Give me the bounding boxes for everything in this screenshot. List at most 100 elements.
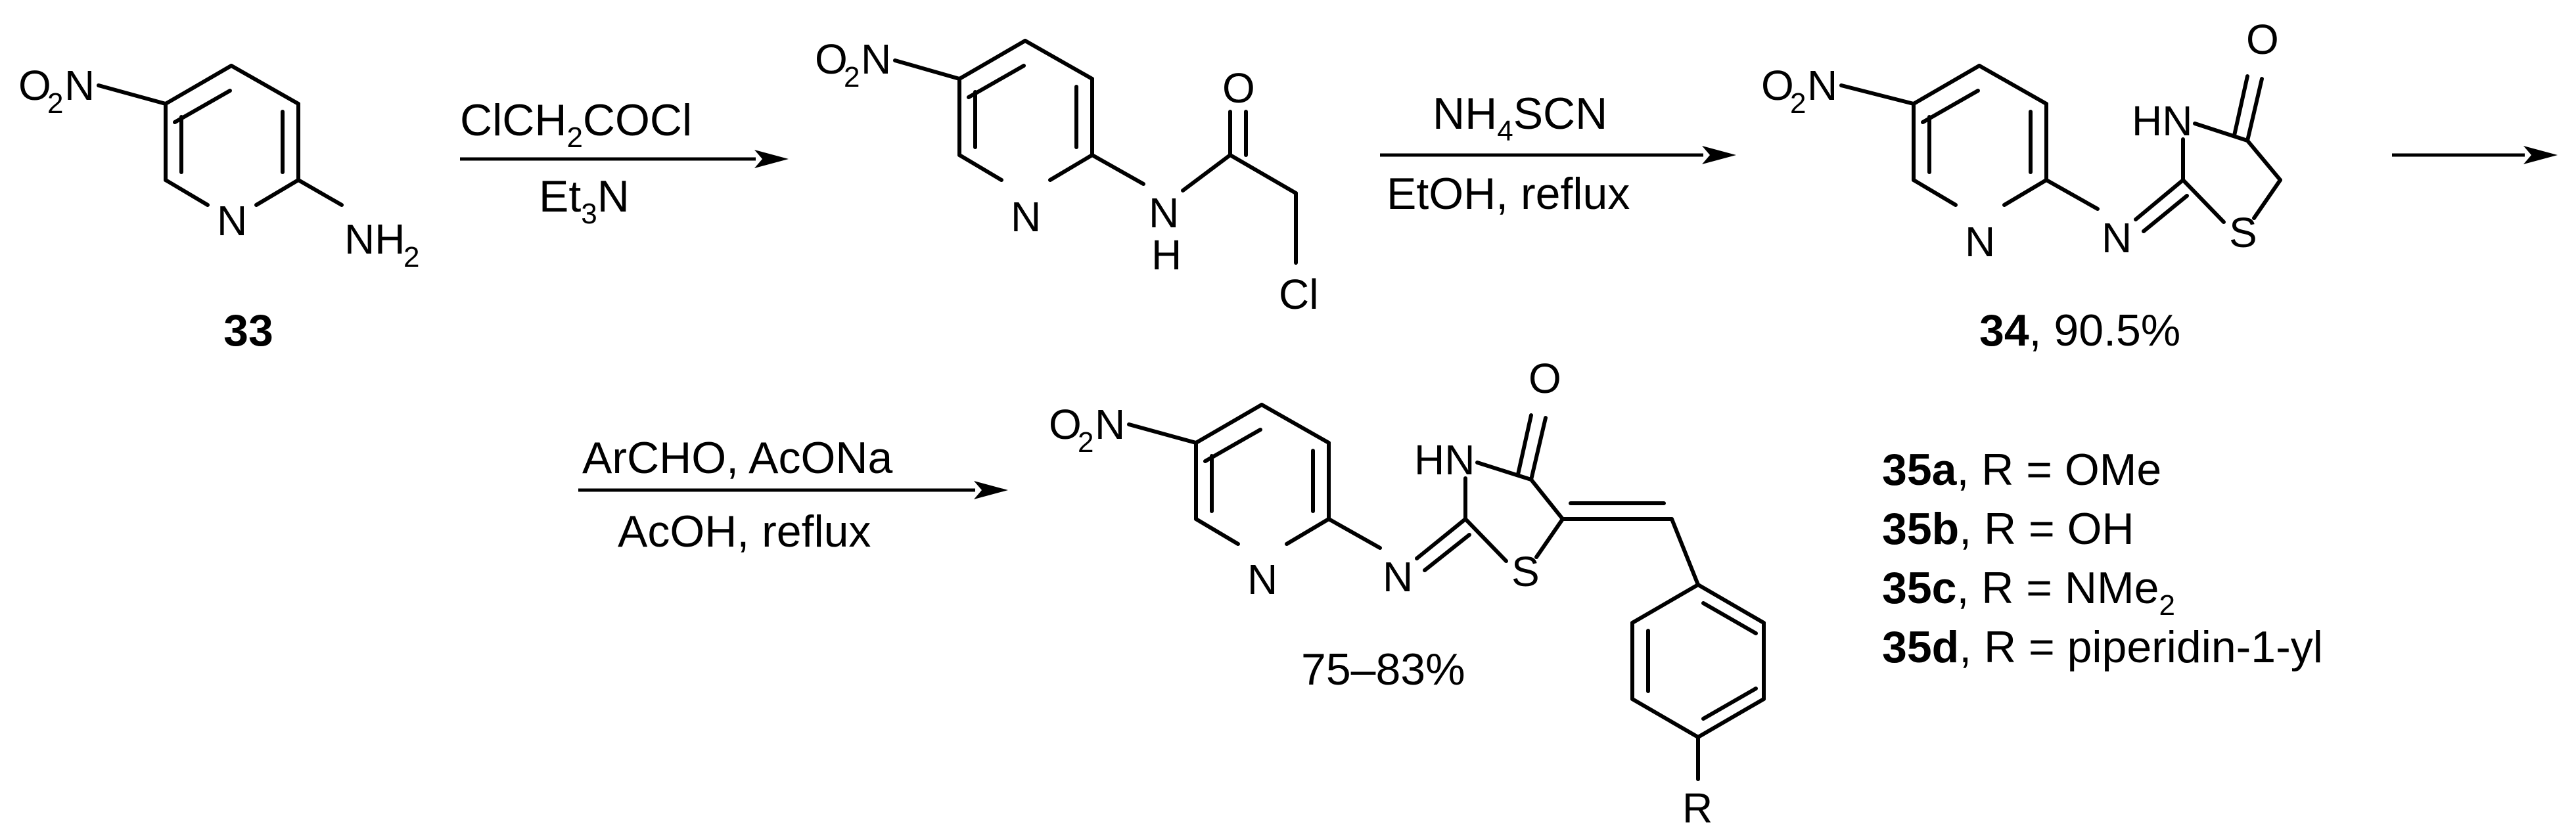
nitro-n-atom: N (64, 62, 95, 109)
nitro-n-atom: N (861, 35, 891, 83)
benzene-bond (1696, 583, 1766, 625)
ring-bond (164, 178, 210, 207)
ring-bond (1977, 64, 2048, 106)
nitro-n-atom: N (1095, 401, 1125, 448)
nitro-o-atom: O (18, 62, 51, 109)
reagent-acetic-acid-reflux: AcOH, reflux (618, 507, 871, 556)
nitro-o-atom: O (815, 35, 848, 83)
ring-n-atom: N (217, 197, 247, 244)
amine-nh-atom: NH (344, 215, 405, 263)
nitro-o-atom: O (1049, 401, 1082, 448)
carbonyl-double-bond (1516, 413, 1533, 476)
nitro-subscript: 2 (47, 87, 63, 120)
imine-double-bond-a (1415, 517, 1467, 560)
benzene-bond (1630, 697, 1700, 739)
ring-n-atom: N (1011, 193, 1041, 240)
nitro-bond (1127, 422, 1198, 445)
substituent-35b: 35b, R = OH (1882, 504, 2134, 554)
ring-bond (1023, 39, 1094, 81)
nitro-n-atom: N (1807, 62, 1837, 109)
benzene-double-bond (1701, 687, 1758, 721)
imine-double-bond-b (1423, 533, 1471, 572)
compound-35: O 2 N N N HN O S (1049, 355, 1766, 832)
nitro-subscript: 2 (844, 61, 860, 93)
imine-double-bond-b (2142, 194, 2189, 233)
ring-bond (2193, 122, 2249, 143)
nitro-bond (97, 83, 168, 106)
ring-n-atom: N (1247, 556, 1277, 603)
amide-bond (1181, 153, 1232, 192)
ring-bond (2245, 139, 2282, 182)
reaction-arrow-3 (2392, 146, 2558, 164)
reagent-triethylamine: Et3N (539, 171, 630, 230)
ring-bond (1912, 64, 1981, 106)
ring-double-bond (1921, 89, 1980, 124)
substituent-35a: 35a, R = OMe (1882, 445, 2161, 495)
ring-bond (2002, 178, 2048, 207)
substituent-35d: 35d, R = piperidin-1-yl (1882, 622, 2323, 672)
carbonyl-bond (1529, 416, 1548, 482)
ring-bond (1463, 517, 1508, 563)
carbonyl-double-bond (2232, 74, 2249, 137)
amine-bond (296, 178, 344, 207)
imine-n-bond (2044, 178, 2100, 211)
ring-bond (164, 64, 233, 106)
reagent-aldehyde-acetate: ArCHO, AcONa (582, 433, 892, 483)
reaction-arrow-1: ClCH2COCl Et3N (460, 95, 789, 230)
reagent-ethanol-reflux: EtOH, reflux (1387, 169, 1630, 219)
benzene-double-bond (1701, 601, 1758, 635)
ring-bond (2181, 178, 2226, 224)
amide-n-atom: N (1149, 189, 1179, 237)
hn-atom: HN (2132, 97, 2192, 145)
ring-bond (957, 153, 1003, 182)
compound-34-label: 34, 90.5% (1979, 305, 2180, 355)
compound-34: O 2 N N N HN O S 34, 90.5% (1761, 16, 2282, 355)
ring-bond (1529, 478, 1565, 521)
amine-subscript: 2 (403, 241, 419, 273)
ring-double-bond (967, 64, 1026, 99)
benzylidene-bond (1670, 517, 1700, 587)
ring-bond (1260, 403, 1331, 445)
ring-bond (1194, 403, 1264, 445)
arrow-head (2523, 146, 2558, 164)
ring-bond (1475, 461, 1533, 482)
ring-bond (1912, 178, 1958, 207)
ring-bond (1048, 153, 1094, 182)
chlorine-atom: Cl (1279, 271, 1318, 318)
ring-n-atom: N (1965, 218, 1995, 265)
ring-bond (1534, 517, 1565, 559)
carbonyl-o-atom: O (2246, 16, 2279, 63)
ring-double-bond (1203, 428, 1262, 463)
imine-n-bond (1327, 517, 1382, 550)
reagent-ammonium-thiocyanate: NH4SCN (1433, 89, 1607, 147)
substituent-list: 35a, R = OMe 35b, R = OH 35c, R = NMe2 3… (1882, 445, 2323, 672)
ring-bond (1194, 517, 1240, 546)
nitro-bond (1839, 83, 1916, 106)
sulfur-atom: S (2229, 209, 2257, 256)
reaction-arrow-4: ArCHO, AcONa AcOH, reflux (578, 433, 1008, 556)
carbonyl-o-atom: O (1529, 355, 1561, 402)
ch2-bond (1228, 153, 1298, 195)
nitro-subscript: 2 (1078, 426, 1093, 459)
nitro-bond (893, 58, 961, 81)
arrow-head (1702, 146, 1736, 164)
ring-bond (1285, 517, 1331, 546)
amide-h-atom: H (1151, 231, 1182, 279)
benzene-bond (1696, 697, 1766, 739)
amide-n-bond (1090, 153, 1145, 186)
compound-33: O 2 N N NH 2 33 (18, 62, 419, 355)
nitro-o-atom: O (1761, 62, 1794, 109)
carbonyl-bond (2245, 77, 2264, 143)
imine-n-atom: N (1383, 553, 1413, 600)
ring-bond (229, 64, 300, 106)
hn-atom: HN (1414, 436, 1475, 484)
nitro-subscript: 2 (1790, 87, 1806, 120)
ring-bond (254, 178, 300, 207)
compound-33-label: 33 (223, 305, 273, 355)
compound-35-yield: 75–83% (1301, 645, 1465, 694)
reagent-chloroacetyl-chloride: ClCH2COCl (460, 95, 692, 154)
reaction-arrow-2: NH4SCN EtOH, reflux (1380, 89, 1736, 219)
imine-n-atom: N (2102, 214, 2132, 261)
r-group: R (1682, 784, 1713, 832)
